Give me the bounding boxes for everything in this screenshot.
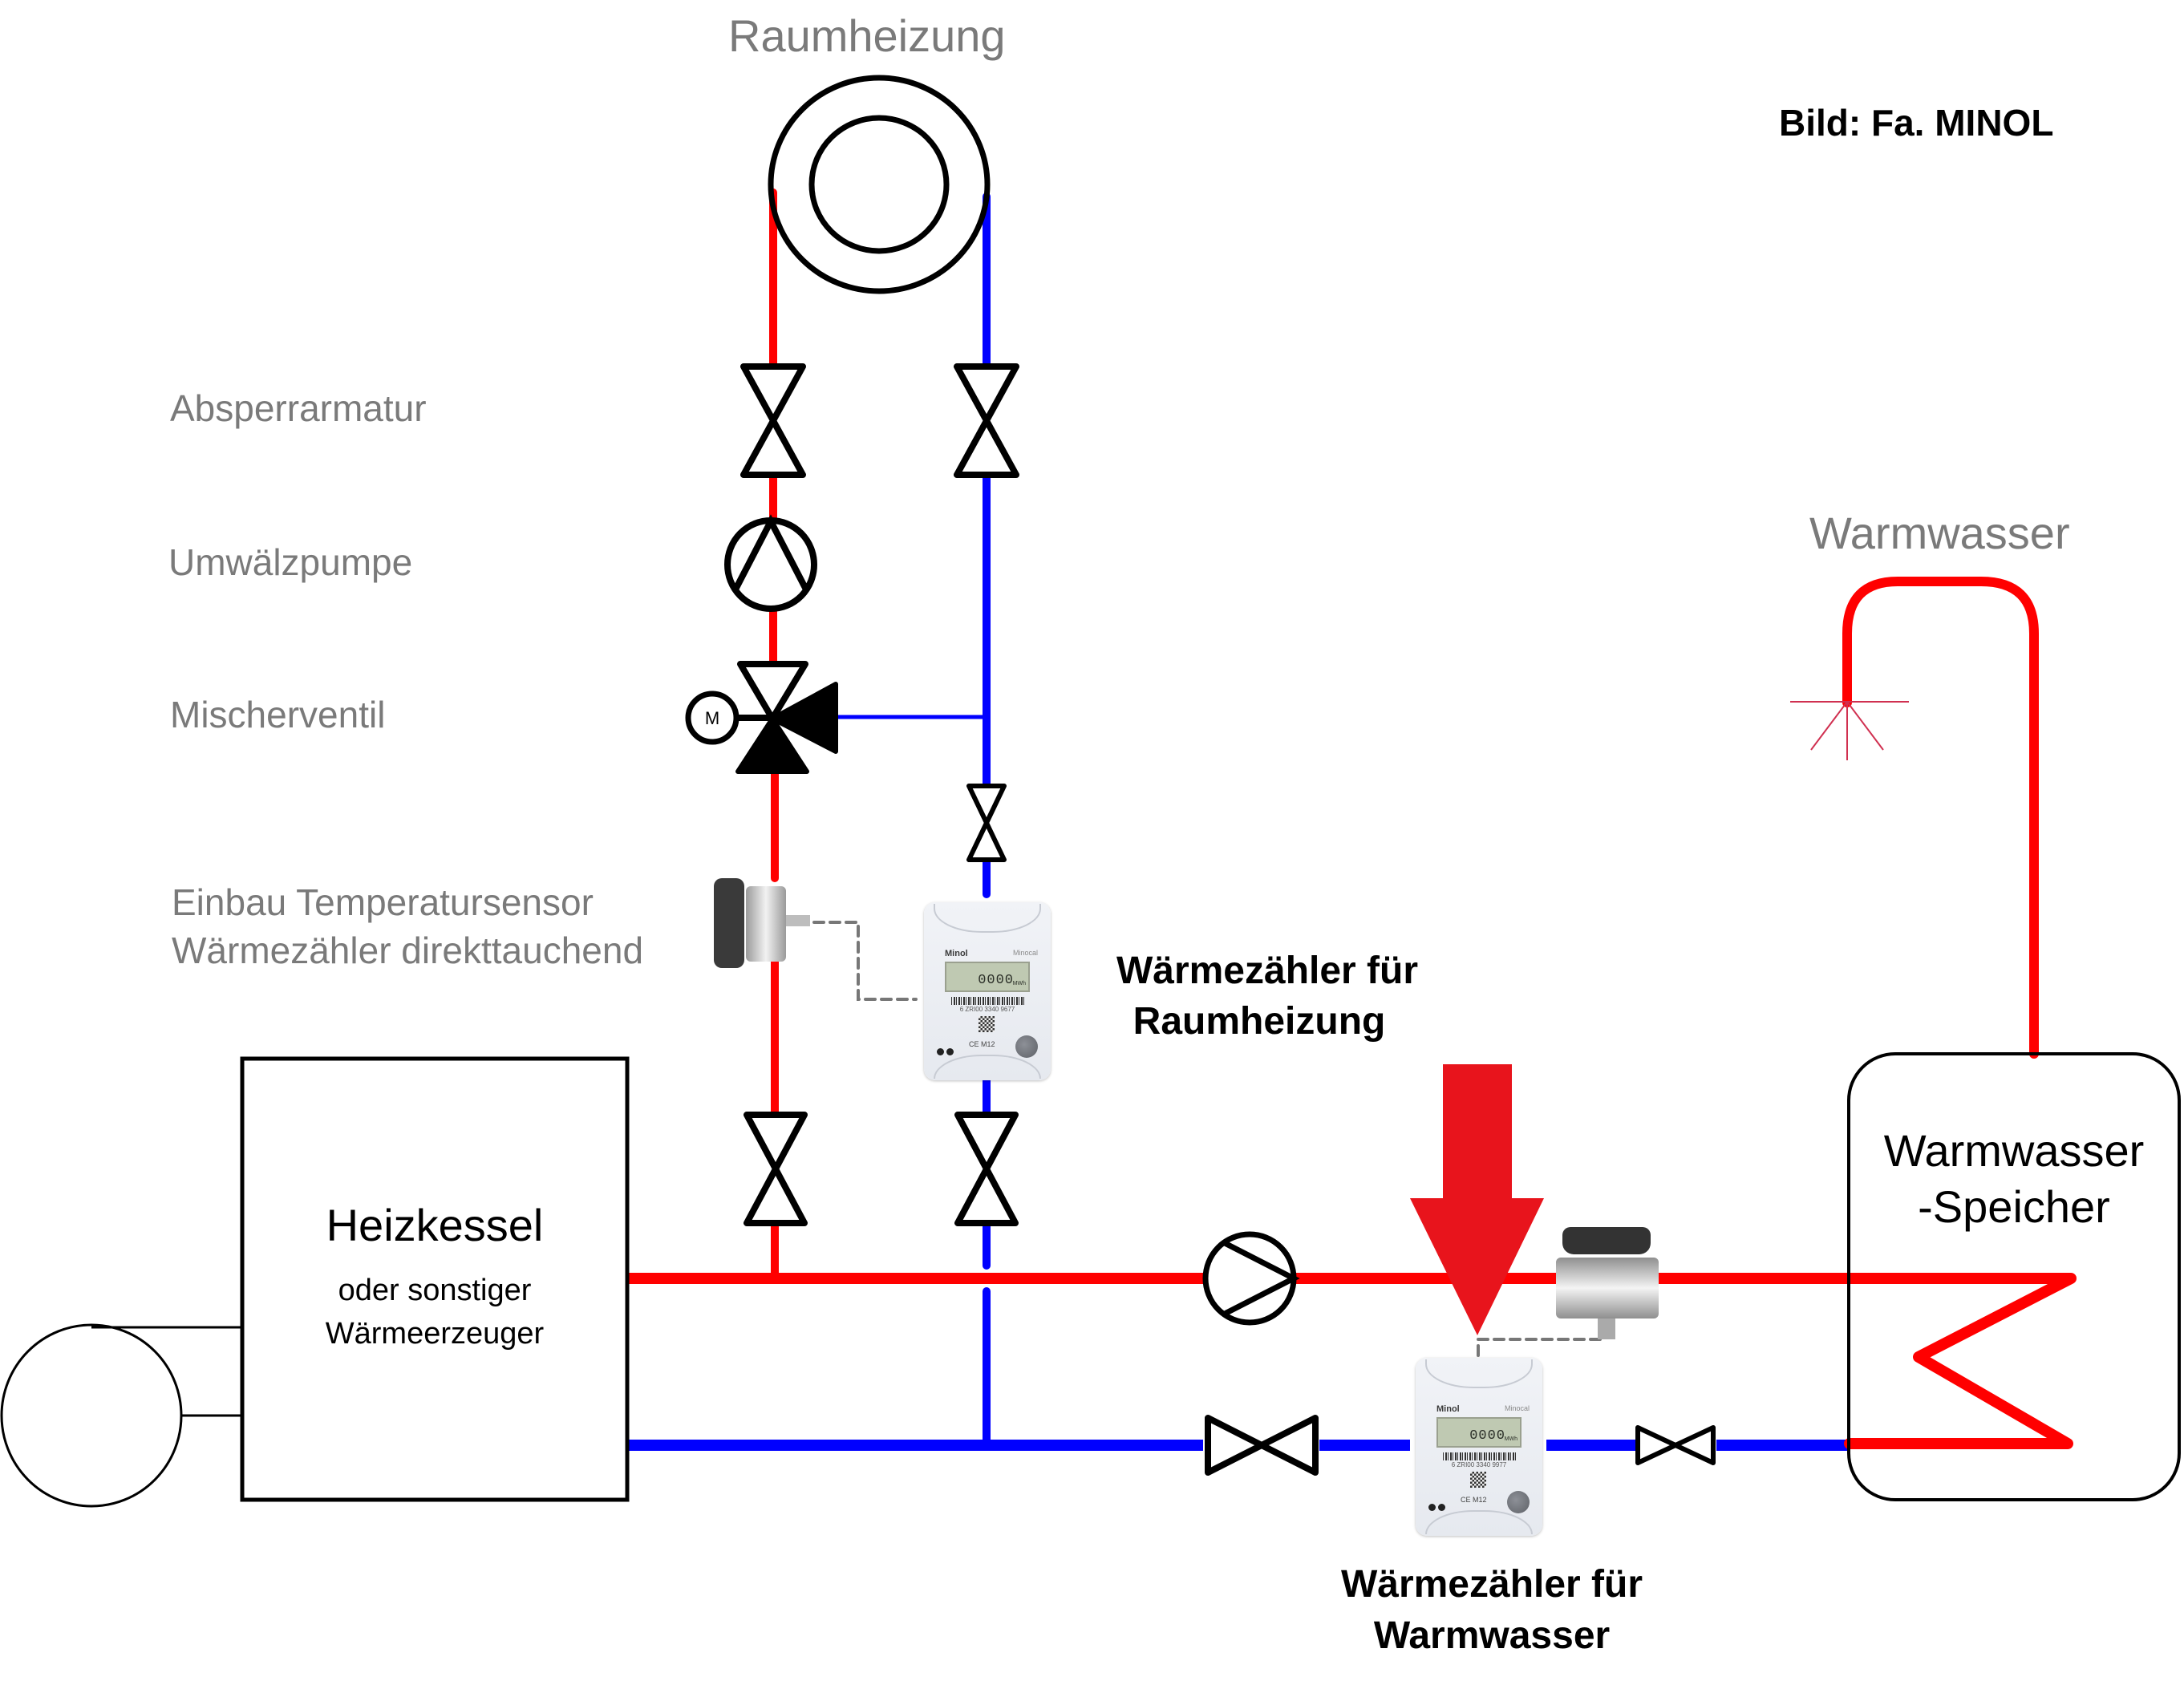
label-sensor-line1: Einbau Temperatursensor [172, 881, 594, 923]
meter-display-unit: MWh [1012, 981, 1026, 986]
meter-display: 0000 MWh [945, 962, 1030, 992]
meter-brand: Minol [1436, 1404, 1460, 1414]
meter-serial: 6 ZRI00 3340 9677 [959, 1006, 1015, 1013]
label-sensor-line2: Wärmezähler direkttauchend [172, 930, 644, 971]
qr-code [1470, 1472, 1486, 1488]
tank-label-line2: -Speicher [1918, 1181, 2110, 1232]
shutoff-valve-icon [740, 363, 806, 478]
pipe-hot-water-outlet [1842, 577, 2039, 1059]
meter-display: 0000 MWh [1436, 1417, 1522, 1448]
shutoff-valve-icon [954, 1112, 1019, 1226]
hot-water-tap-icon [1790, 701, 1909, 760]
meter-caption-warmwasser-line2: Warmwasser [1373, 1614, 1611, 1657]
sensor-ball-valve-raumheizung [714, 878, 818, 970]
optical-interface [937, 1045, 958, 1055]
meter-model: Minocal [1012, 949, 1038, 957]
shutoff-valve-icon [1205, 1415, 1319, 1476]
image-credit: Bild: Fa. MINOL [1779, 102, 2054, 144]
shutoff-valve-icon [1635, 1425, 1716, 1465]
boiler-subtitle-line1: oder sonstiger [338, 1274, 532, 1307]
shutoff-valve-icon [954, 363, 1019, 478]
radiator-symbol [768, 75, 991, 294]
optical-interface [1428, 1501, 1449, 1511]
heat-meter-warmwasser: Minol Minocal 0000 MWh 6 ZRI00 3340 9977… [1416, 1358, 1542, 1536]
meter-caption-warmwasser-line1: Wärmezähler für [1340, 1563, 1643, 1606]
highlight-arrow [1410, 1064, 1544, 1335]
shutoff-valve-icon [966, 784, 1007, 862]
label-raumheizung: Raumheizung [728, 10, 1006, 61]
motor-label: M [705, 708, 719, 728]
meter-serial: 6 ZRI00 3340 9977 [1451, 1461, 1507, 1468]
label-warmwasser: Warmwasser [1809, 508, 2070, 558]
label-mischerventil: Mischerventil [170, 694, 386, 735]
storage-tank-box [1847, 1052, 2181, 1501]
label-umwaelzpumpe: Umwälzpumpe [168, 541, 413, 583]
circulation-pump-icon [724, 514, 817, 612]
heating-coil [1844, 1273, 2077, 1449]
motor-actuator-icon: M [685, 691, 739, 745]
meter-marking: CE M12 [969, 1040, 995, 1048]
mixing-valve-icon [735, 661, 838, 774]
meter-model: Minocal [1504, 1404, 1530, 1412]
barcode [1443, 1452, 1517, 1460]
qr-code [979, 1016, 995, 1032]
meter-button [1015, 1035, 1038, 1058]
meter-caption-raumheizung-line2: Raumheizung [1133, 1000, 1386, 1043]
barcode [951, 997, 1025, 1005]
meter-display-unit: MWh [1504, 1436, 1517, 1442]
meter-display-value: 0000 [1469, 1428, 1505, 1444]
meter-brand: Minol [945, 949, 968, 958]
meter-marking: CE M12 [1461, 1496, 1487, 1504]
heat-meter-raumheizung: Minol Minocal 0000 MWh 6 ZRI00 3340 9677… [924, 902, 1051, 1080]
sensor-ball-valve-warmwasser [1556, 1219, 1659, 1339]
meter-caption-raumheizung-line1: Wärmezähler für [1116, 950, 1419, 992]
circulation-pump-icon [1202, 1231, 1300, 1326]
meter-display-value: 0000 [978, 973, 1014, 988]
boiler-box [240, 1056, 630, 1502]
sensor-cable-raumheizung [812, 921, 918, 1001]
boiler-subtitle-line2: Wärmeerzeuger [325, 1317, 545, 1351]
tank-label-line1: Warmwasser [1883, 1125, 2145, 1176]
shutoff-valve-icon [744, 1112, 808, 1226]
label-absperrarmatur: Absperrarmatur [170, 387, 427, 429]
meter-button [1507, 1491, 1530, 1513]
burner-icon [0, 1323, 242, 1508]
boiler-title: Heizkessel [326, 1200, 544, 1250]
